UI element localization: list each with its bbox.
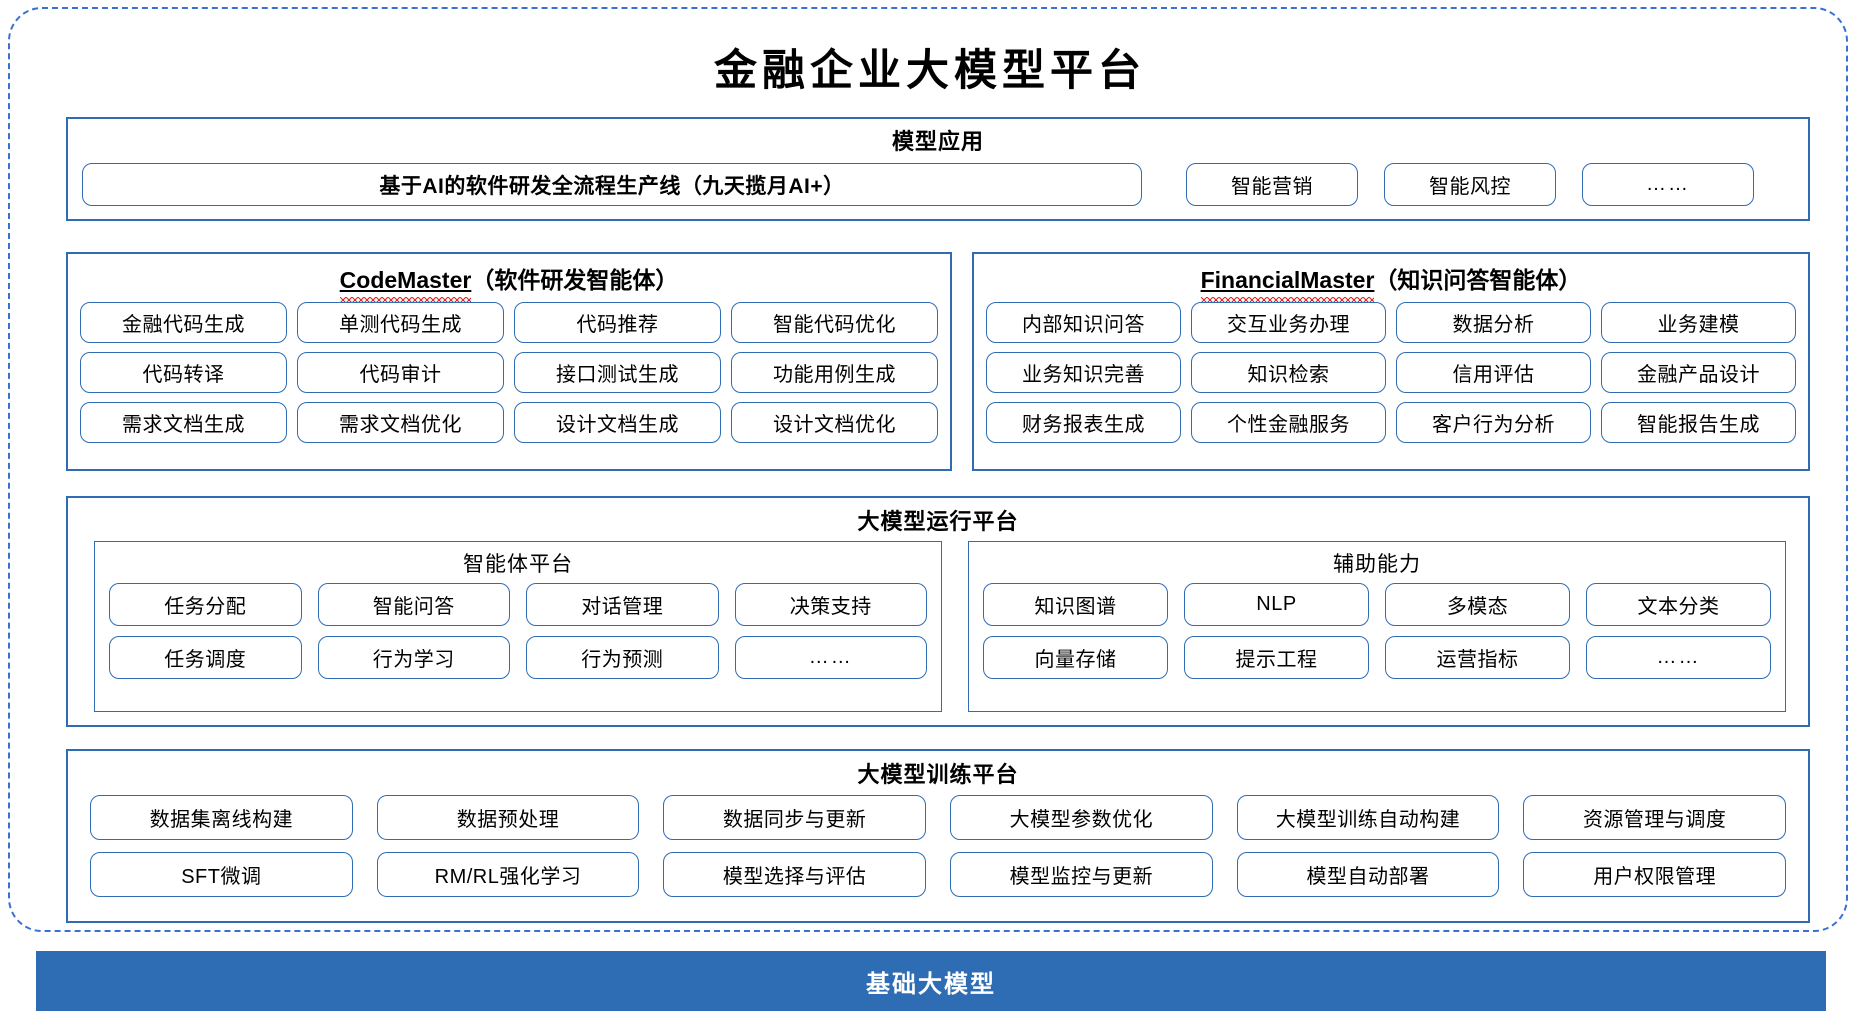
subpanel-title-agent-platform: 智能体平台: [463, 553, 573, 576]
capability-pill[interactable]: 金融产品设计: [1601, 352, 1796, 393]
capability-pill[interactable]: 模型选择与评估: [663, 852, 927, 897]
section-title-runtime-platform: 大模型运行平台: [857, 509, 1019, 534]
capability-pill[interactable]: SFT微调: [90, 852, 353, 897]
training-platform-grid: 数据集离线构建 数据预处理 数据同步与更新 大模型参数优化 大模型训练自动构建 …: [90, 795, 1787, 897]
capability-row: 财务报表生成 个性金融服务 客户行为分析 智能报告生成: [986, 402, 1796, 443]
outer-dashed-frame: 金融企业大模型平台 模型应用 基于AI的软件研发全流程生产线（九天揽月AI+） …: [8, 7, 1848, 932]
capability-pill[interactable]: 模型自动部署: [1236, 852, 1500, 897]
financialmaster-capability-grid: 内部知识问答 交互业务办理 数据分析 业务建模 业务知识完善 知识检索 信用评估…: [986, 302, 1796, 443]
page-title: 金融企业大模型平台: [714, 46, 1146, 96]
capability-pill[interactable]: 需求文档生成: [80, 402, 287, 443]
capability-pill[interactable]: 接口测试生成: [514, 352, 721, 393]
capability-pill[interactable]: 内部知识问答: [986, 302, 1181, 343]
capability-pill[interactable]: 大模型参数优化: [950, 795, 1213, 840]
capability-pill[interactable]: 任务调度: [109, 636, 302, 679]
capability-pill[interactable]: 数据同步与更新: [663, 795, 927, 840]
capability-pill[interactable]: 向量存储: [983, 636, 1168, 679]
capability-pill[interactable]: 对话管理: [526, 583, 719, 626]
agent-subtitle: （知识问答智能体）: [1374, 267, 1582, 293]
capability-pill[interactable]: RM/RL强化学习: [376, 852, 640, 897]
capability-pill[interactable]: 代码推荐: [514, 302, 721, 343]
capability-pill[interactable]: 运营指标: [1385, 636, 1570, 679]
capability-pill[interactable]: 大模型训练自动构建: [1236, 795, 1500, 840]
model-application-item-more[interactable]: ……: [1582, 163, 1754, 206]
capability-pill[interactable]: 智能代码优化: [731, 302, 938, 343]
model-application-item[interactable]: 智能风控: [1384, 163, 1556, 206]
capability-pill[interactable]: 数据分析: [1396, 302, 1591, 343]
capability-row: 代码转译 代码审计 接口测试生成 功能用例生成: [80, 352, 938, 393]
subpanel-agent-platform: 智能体平台 任务分配 智能问答 对话管理 决策支持 任务调度 行为学习 行为预测…: [94, 541, 942, 712]
agent-name: FinancialMaster: [1200, 267, 1375, 293]
section-title-training-platform: 大模型训练平台: [857, 762, 1019, 787]
section-training-platform: 大模型训练平台 数据集离线构建 数据预处理 数据同步与更新 大模型参数优化 大模…: [66, 749, 1810, 923]
capability-pill[interactable]: 模型监控与更新: [950, 852, 1213, 897]
capability-row: SFT微调 RM/RL强化学习 模型选择与评估 模型监控与更新 模型自动部署 用…: [90, 852, 1787, 897]
capability-pill[interactable]: 需求文档优化: [297, 402, 504, 443]
capability-pill[interactable]: 业务知识完善: [986, 352, 1181, 393]
capability-pill[interactable]: 行为学习: [317, 636, 510, 679]
capability-pill[interactable]: 行为预测: [526, 636, 719, 679]
capability-pill-more[interactable]: ……: [734, 636, 927, 679]
section-title-model-application: 模型应用: [891, 129, 984, 154]
model-application-item[interactable]: 智能营销: [1186, 163, 1358, 206]
capability-pill[interactable]: 交互业务办理: [1191, 302, 1386, 343]
capability-pill[interactable]: 客户行为分析: [1396, 402, 1591, 443]
capability-row: 数据集离线构建 数据预处理 数据同步与更新 大模型参数优化 大模型训练自动构建 …: [90, 795, 1787, 840]
section-codemaster: CodeMaster（软件研发智能体） 金融代码生成 单测代码生成 代码推荐 智…: [66, 252, 952, 471]
capability-pill[interactable]: 知识图谱: [983, 583, 1168, 626]
model-application-items: 智能营销 智能风控 ……: [1186, 163, 1754, 206]
capability-pill[interactable]: 功能用例生成: [731, 352, 938, 393]
codemaster-capability-grid: 金融代码生成 单测代码生成 代码推荐 智能代码优化 代码转译 代码审计 接口测试…: [80, 302, 938, 443]
foundation-model-bar: 基础大模型: [36, 951, 1826, 1011]
capability-row: 金融代码生成 单测代码生成 代码推荐 智能代码优化: [80, 302, 938, 343]
agent-name: CodeMaster: [339, 267, 472, 293]
capability-pill[interactable]: 代码转译: [80, 352, 287, 393]
capability-pill-more[interactable]: ……: [1586, 636, 1771, 679]
agent-subtitle: （软件研发智能体）: [471, 267, 679, 293]
capability-pill[interactable]: 智能问答: [317, 583, 510, 626]
capability-pill[interactable]: 单测代码生成: [297, 302, 504, 343]
capability-pill[interactable]: 知识检索: [1191, 352, 1386, 393]
capability-row: 内部知识问答 交互业务办理 数据分析 业务建模: [986, 302, 1796, 343]
capability-row: 需求文档生成 需求文档优化 设计文档生成 设计文档优化: [80, 402, 938, 443]
capability-pill[interactable]: 数据集离线构建: [90, 795, 353, 840]
agent-platform-grid: 任务分配 智能问答 对话管理 决策支持 任务调度 行为学习 行为预测 ……: [109, 583, 927, 679]
capability-row: 任务调度 行为学习 行为预测 ……: [109, 636, 927, 679]
capability-pill[interactable]: 数据预处理: [376, 795, 640, 840]
capability-pill[interactable]: 用户权限管理: [1523, 852, 1787, 897]
capability-pill[interactable]: 个性金融服务: [1191, 402, 1386, 443]
capability-row: 业务知识完善 知识检索 信用评估 金融产品设计: [986, 352, 1796, 393]
section-runtime-platform: 大模型运行平台 智能体平台 任务分配 智能问答 对话管理 决策支持 任务调度 行…: [66, 496, 1810, 727]
model-application-banner[interactable]: 基于AI的软件研发全流程生产线（九天揽月AI+）: [82, 163, 1142, 206]
capability-pill[interactable]: 信用评估: [1396, 352, 1591, 393]
section-model-application: 模型应用 基于AI的软件研发全流程生产线（九天揽月AI+） 智能营销 智能风控 …: [66, 117, 1810, 221]
capability-pill[interactable]: 财务报表生成: [986, 402, 1181, 443]
capability-pill[interactable]: 任务分配: [109, 583, 302, 626]
capability-row: 任务分配 智能问答 对话管理 决策支持: [109, 583, 927, 626]
subpanel-auxiliary-capability: 辅助能力 知识图谱 NLP 多模态 文本分类 向量存储 提示工程 运营指标 ……: [968, 541, 1786, 712]
capability-pill[interactable]: 智能报告生成: [1601, 402, 1796, 443]
capability-pill[interactable]: 业务建模: [1601, 302, 1796, 343]
agent-title-codemaster: CodeMaster（软件研发智能体）: [68, 261, 950, 295]
agent-title-financialmaster: FinancialMaster（知识问答智能体）: [974, 261, 1808, 295]
capability-pill[interactable]: NLP: [1184, 583, 1369, 626]
capability-pill[interactable]: 设计文档生成: [514, 402, 721, 443]
capability-pill[interactable]: 金融代码生成: [80, 302, 287, 343]
capability-pill[interactable]: 多模态: [1385, 583, 1570, 626]
capability-pill[interactable]: 文本分类: [1586, 583, 1771, 626]
subpanel-title-auxiliary-capability: 辅助能力: [1333, 553, 1421, 576]
capability-row: 知识图谱 NLP 多模态 文本分类: [983, 583, 1771, 626]
foundation-model-label: 基础大模型: [866, 970, 996, 998]
capability-pill[interactable]: 代码审计: [297, 352, 504, 393]
capability-pill[interactable]: 设计文档优化: [731, 402, 938, 443]
model-application-row: 基于AI的软件研发全流程生产线（九天揽月AI+） 智能营销 智能风控 ……: [82, 163, 1798, 206]
capability-pill[interactable]: 决策支持: [734, 583, 927, 626]
capability-row: 向量存储 提示工程 运营指标 ……: [983, 636, 1771, 679]
section-financialmaster: FinancialMaster（知识问答智能体） 内部知识问答 交互业务办理 数…: [972, 252, 1810, 471]
capability-pill[interactable]: 提示工程: [1184, 636, 1369, 679]
auxiliary-capability-grid: 知识图谱 NLP 多模态 文本分类 向量存储 提示工程 运营指标 ……: [983, 583, 1771, 679]
capability-pill[interactable]: 资源管理与调度: [1523, 795, 1787, 840]
